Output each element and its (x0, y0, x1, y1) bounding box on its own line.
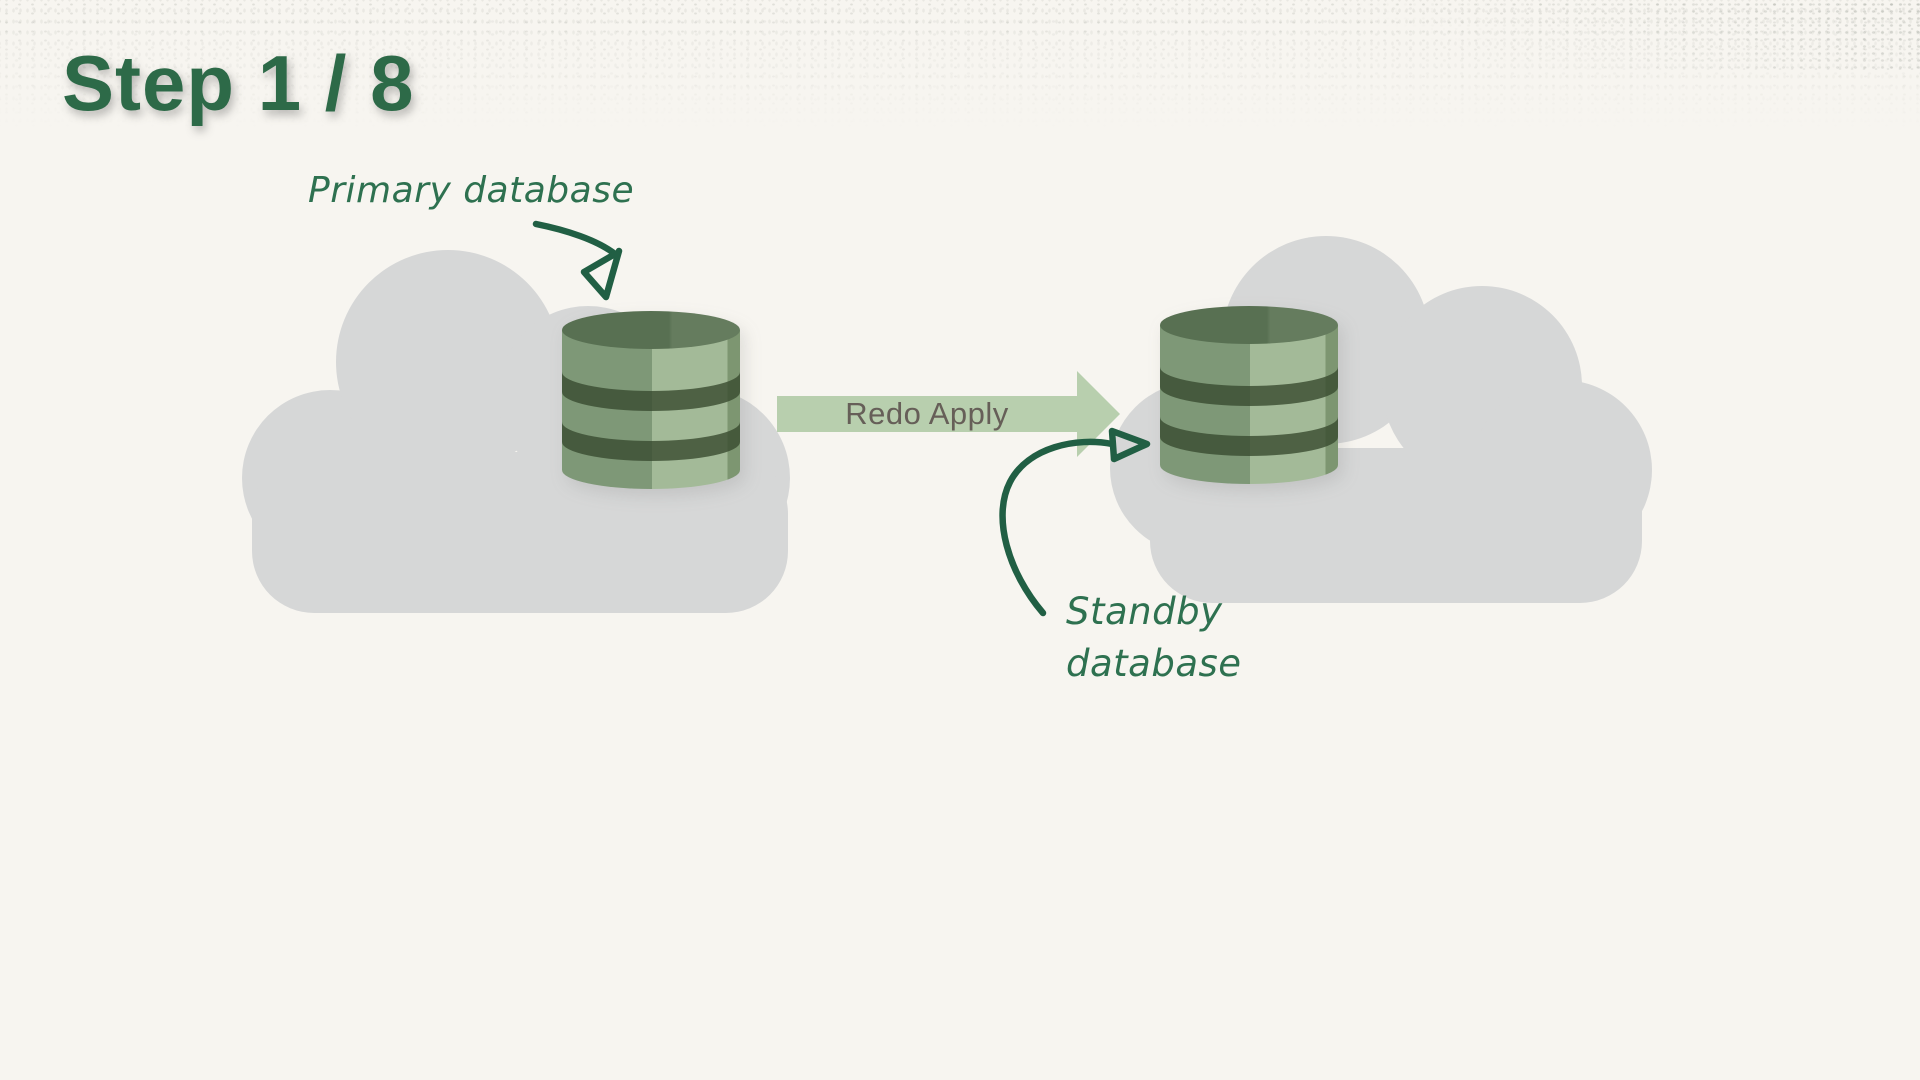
primary-database-label: Primary database (308, 170, 635, 211)
standby-database-icon (1160, 306, 1338, 484)
standby-label-line2: database (1066, 642, 1242, 685)
hand-drawn-arrow-icon (999, 427, 1151, 617)
hand-drawn-arrow-icon (532, 220, 623, 301)
primary-database-icon (562, 311, 740, 489)
redo-apply-arrow (777, 371, 1120, 457)
standby-label-line1: Standby (1066, 590, 1223, 633)
standby-database-label: Standby database (1066, 586, 1242, 690)
step-title: Step 1 / 8 (62, 39, 415, 127)
redo-apply-label: Redo Apply (845, 396, 1009, 431)
